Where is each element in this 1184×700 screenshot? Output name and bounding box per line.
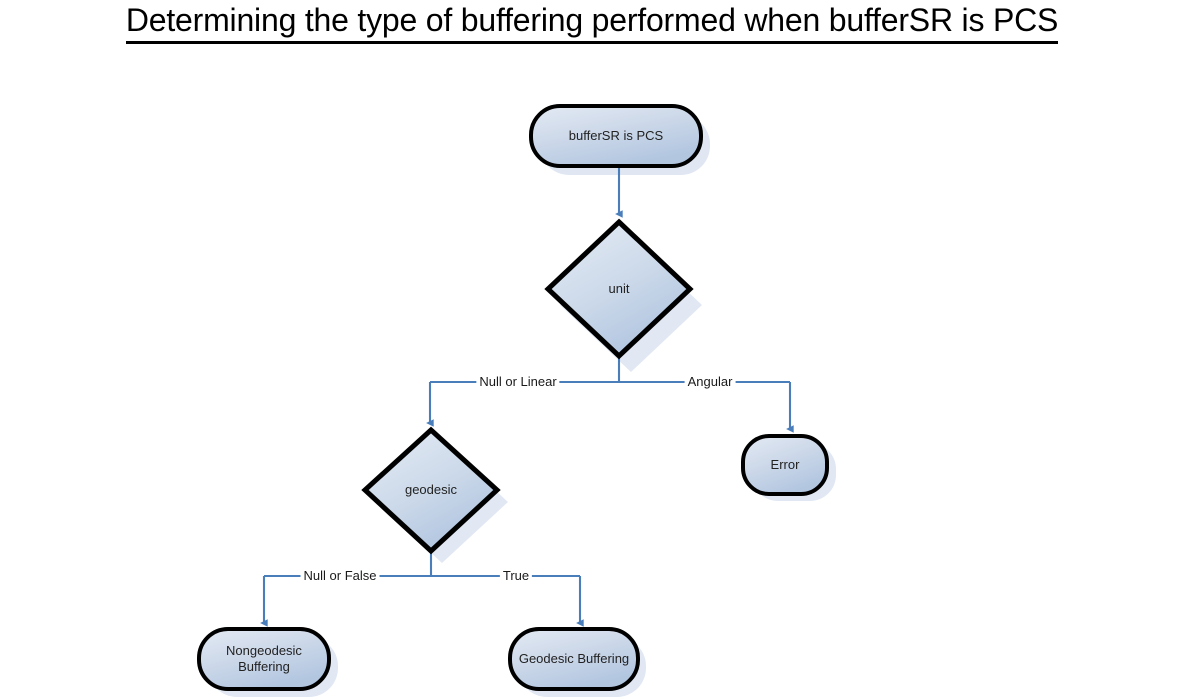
- node-geodesic[interactable]: [361, 426, 501, 555]
- node-geodesic-buffering[interactable]: [508, 627, 640, 691]
- node-shadows: [208, 115, 836, 697]
- flow-nodes: [197, 104, 829, 691]
- node-error[interactable]: [741, 434, 829, 496]
- edge-label-angular: Angular: [684, 375, 736, 389]
- title-bar: Determining the type of buffering perfor…: [0, 0, 1184, 52]
- page-title: Determining the type of buffering perfor…: [125, 0, 1058, 44]
- node-unit[interactable]: [544, 218, 694, 360]
- edge-label-true: True: [499, 569, 533, 583]
- edge-label-null-or-false: Null or False: [300, 569, 380, 583]
- node-nongeodesic[interactable]: [197, 627, 331, 691]
- node-start[interactable]: [529, 104, 703, 168]
- connector-lines: [260, 167, 794, 627]
- edge-label-null-or-linear: Null or Linear: [476, 375, 560, 389]
